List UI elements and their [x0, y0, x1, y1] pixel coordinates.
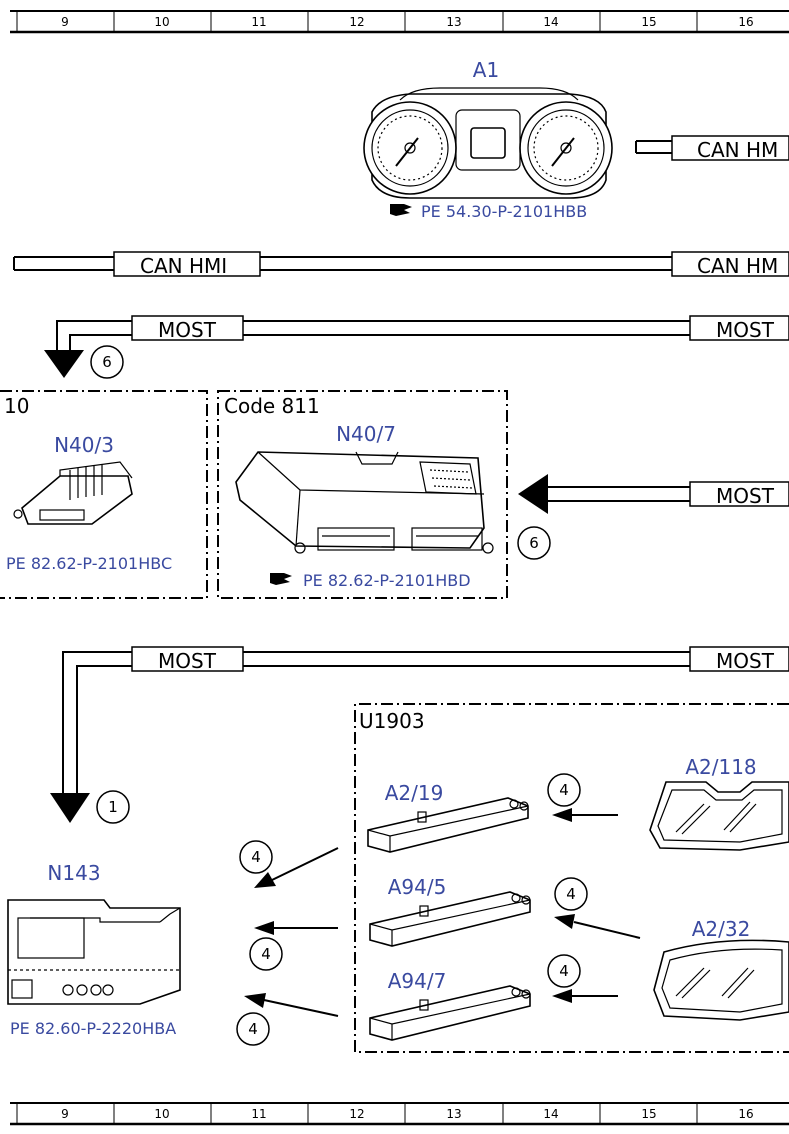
grid-col-9: 9 — [61, 15, 69, 29]
svg-text:6: 6 — [102, 353, 112, 371]
svg-text:4: 4 — [559, 781, 569, 799]
callout-4-e: 4 — [249, 937, 283, 971]
grid-col-12-bottom: 12 — [349, 1107, 364, 1121]
a2-19-module[interactable]: A2/19 — [367, 781, 529, 853]
can-hmi-label-top-right: CAN HM — [697, 138, 778, 162]
callout-4-b: 4 — [554, 877, 588, 911]
grid-col-12: 12 — [349, 15, 364, 29]
n40-3-code-fragment: 10 — [4, 394, 29, 418]
grid-col-15-bottom: 15 — [641, 1107, 656, 1121]
svg-text:4: 4 — [248, 1020, 258, 1038]
callout-4-d: 4 — [239, 840, 273, 874]
svg-text:4: 4 — [261, 945, 271, 963]
svg-text:6: 6 — [529, 534, 539, 552]
grid-ruler-top: 9 10 11 12 13 14 15 16 — [10, 10, 789, 34]
grid-col-13-bottom: 13 — [446, 1107, 461, 1121]
grid-col-14: 14 — [543, 15, 558, 29]
n40-7-label: N40/7 — [336, 422, 396, 446]
a2-118-window[interactable]: A2/118 — [649, 755, 789, 851]
most-label-3-left: MOST — [158, 649, 217, 673]
can-hmi-label-right: CAN HM — [697, 254, 778, 278]
n40-7-box[interactable]: Code 811 N40/7 PE 82.62-P-2101HBD — [217, 390, 508, 599]
most-label-1-left: MOST — [158, 318, 217, 342]
n40-3-label: N40/3 — [54, 433, 114, 457]
n143-module[interactable]: N143 PE 82.60-P-2220HBA — [7, 861, 181, 1038]
a1-ref[interactable]: PE 54.30-P-2101HBB — [421, 202, 587, 221]
grid-col-14-bottom: 14 — [543, 1107, 558, 1121]
callout-6-mid: 6 — [517, 526, 551, 560]
grid-col-16: 16 — [738, 15, 753, 29]
callout-6-top: 6 — [90, 345, 124, 379]
a2-32-window[interactable]: A2/32 — [653, 917, 789, 1021]
most-label-1-right: MOST — [716, 318, 775, 342]
n40-7-code: Code 811 — [224, 394, 320, 418]
most-bus-1: MOST MOST — [44, 315, 789, 378]
grid-col-16-bottom: 16 — [738, 1107, 753, 1121]
grid-col-11-bottom: 11 — [251, 1107, 266, 1121]
grid-col-9-bottom: 9 — [61, 1107, 69, 1121]
a1-label: A1 — [473, 58, 499, 82]
n143-ref[interactable]: PE 82.60-P-2220HBA — [10, 1019, 176, 1038]
svg-text:4: 4 — [559, 962, 569, 980]
grid-col-10-bottom: 10 — [154, 1107, 169, 1121]
can-hmi-bus-top-right: CAN HM — [635, 135, 789, 162]
callout-4-a: 4 — [547, 773, 581, 807]
grid-col-11: 11 — [251, 15, 266, 29]
n40-3-ref[interactable]: PE 82.62-P-2101HBC — [6, 554, 172, 573]
grid-col-13: 13 — [446, 15, 461, 29]
most-bus-3: MOST MOST — [50, 646, 789, 823]
signal-arrows — [244, 808, 641, 1017]
svg-text:4: 4 — [566, 885, 576, 903]
pointing-hand-icon — [390, 204, 412, 216]
a94-7-module[interactable]: A94/7 — [369, 969, 531, 1041]
a2-32-label: A2/32 — [692, 917, 751, 941]
most-label-3-right: MOST — [716, 649, 775, 673]
a1-instrument-cluster[interactable]: A1 PE 54.30-P-2101HBB — [363, 58, 613, 221]
a94-5-label: A94/5 — [388, 875, 447, 899]
grid-col-15: 15 — [641, 15, 656, 29]
can-hmi-label-left: CAN HMI — [140, 254, 227, 278]
grid-col-10: 10 — [154, 15, 169, 29]
callout-4-c: 4 — [547, 954, 581, 988]
svg-text:1: 1 — [108, 798, 118, 816]
n40-7-ref[interactable]: PE 82.62-P-2101HBD — [303, 571, 471, 590]
most-label-2-right: MOST — [716, 484, 775, 508]
can-hmi-bus: CAN HMI CAN HM — [13, 251, 789, 278]
grid-ruler-bottom: 9 10 11 12 13 14 15 16 — [10, 1102, 789, 1126]
pointing-hand-icon — [270, 573, 292, 585]
most-bus-2: MOST — [518, 474, 789, 514]
u1903-box[interactable]: U1903 — [354, 703, 789, 1053]
a94-7-label: A94/7 — [388, 969, 447, 993]
a2-19-label: A2/19 — [385, 781, 444, 805]
n40-3-box[interactable]: 10 N40/3 PE 82.62-P-2101HBC — [0, 390, 208, 599]
a94-5-module[interactable]: A94/5 — [369, 875, 531, 947]
a2-118-label: A2/118 — [685, 755, 756, 779]
n143-label: N143 — [47, 861, 100, 885]
u1903-label: U1903 — [359, 709, 425, 733]
svg-text:4: 4 — [251, 848, 261, 866]
callout-4-f: 4 — [236, 1012, 270, 1046]
callout-1: 1 — [96, 790, 130, 824]
